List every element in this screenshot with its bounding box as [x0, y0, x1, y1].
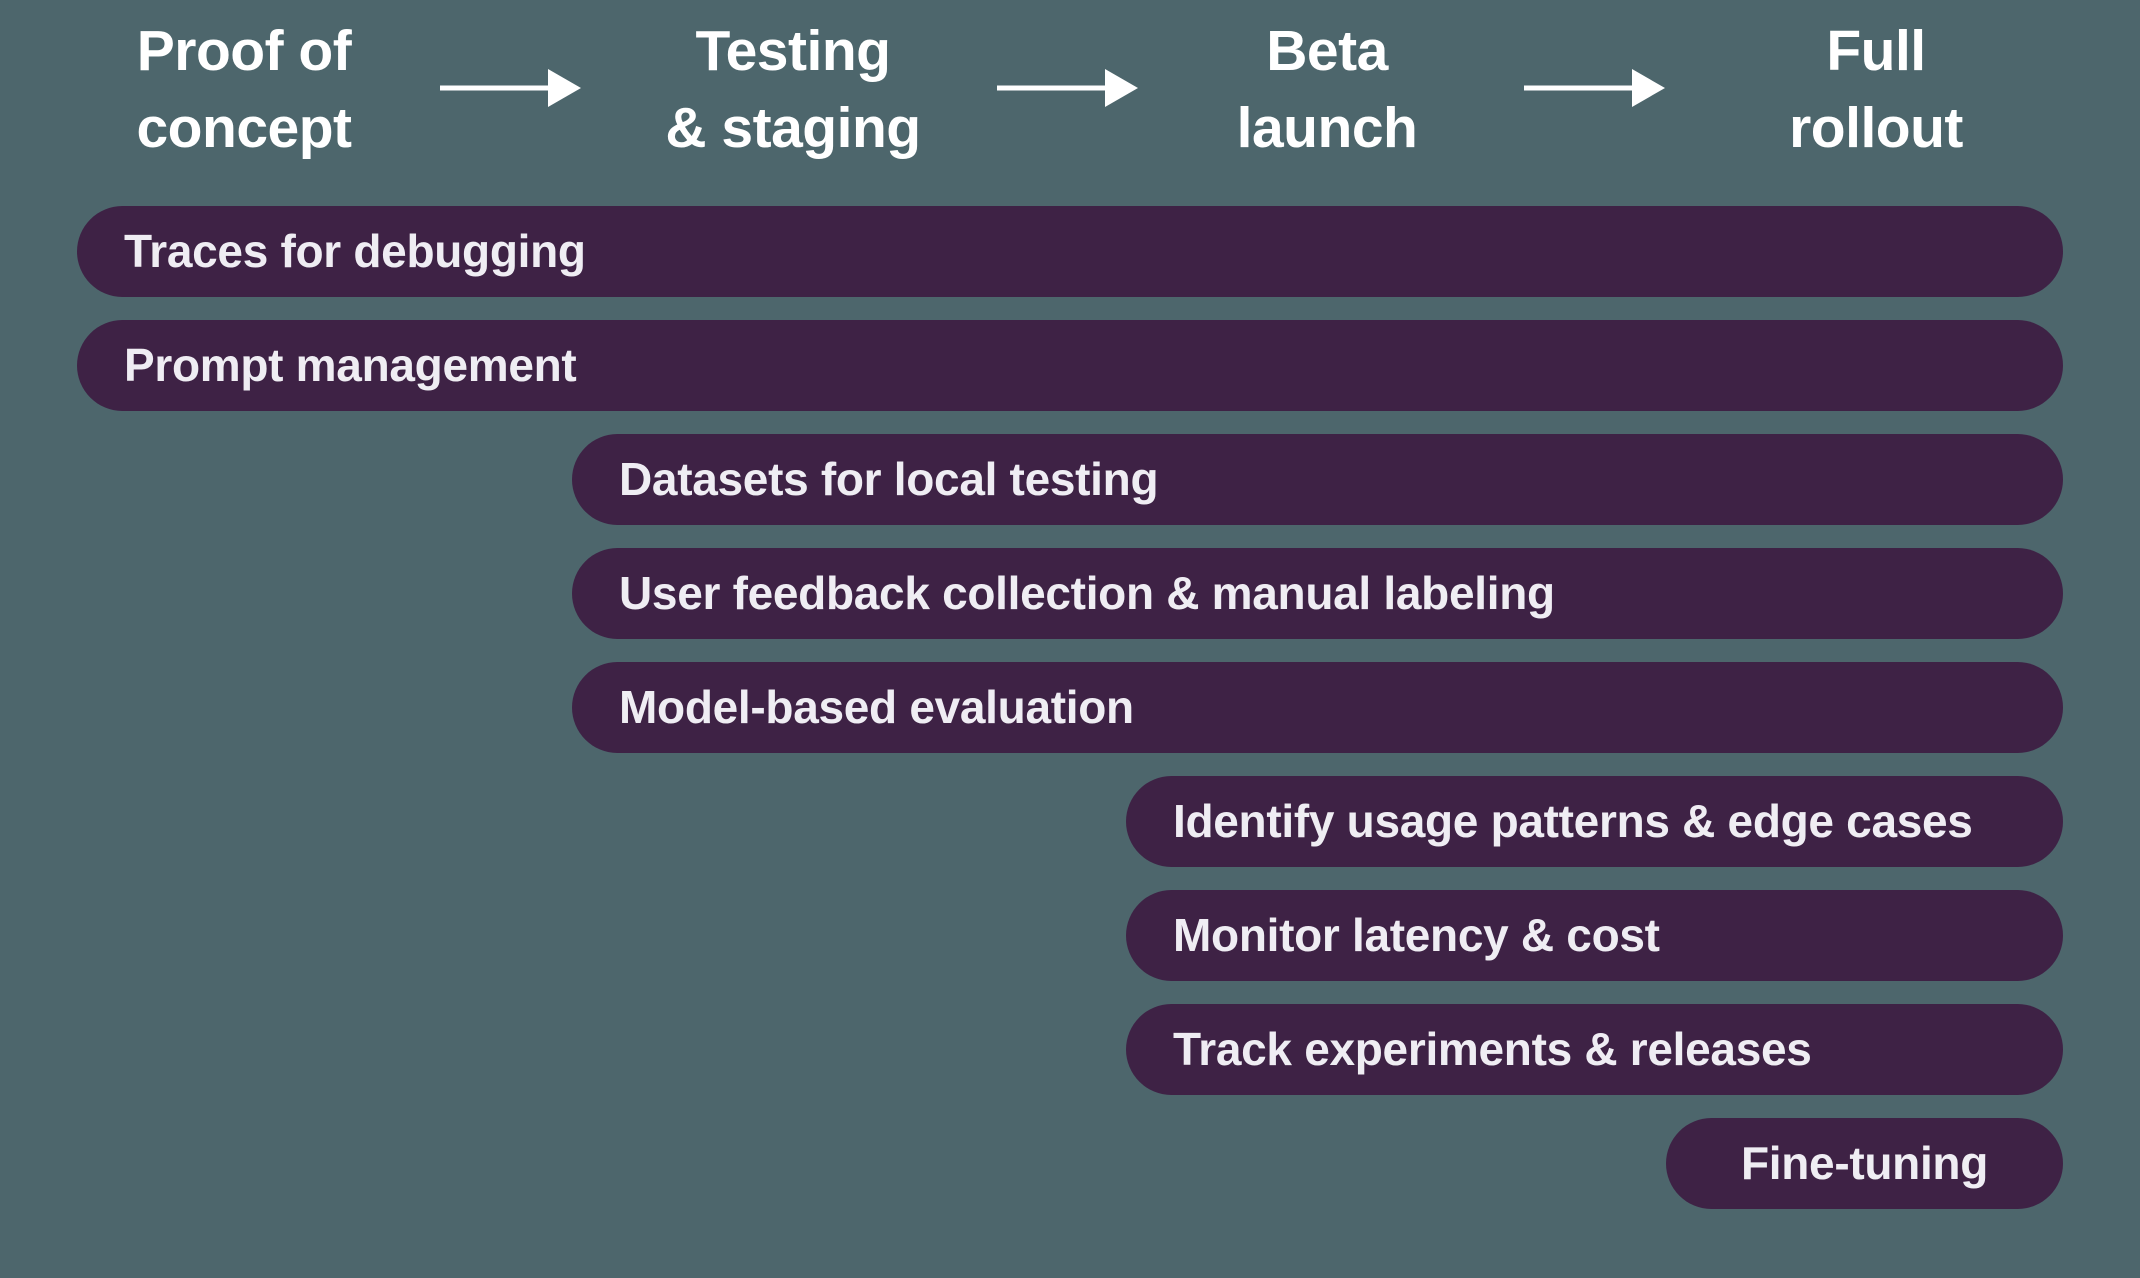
arrow-right-icon	[997, 69, 1138, 107]
capability-bar-identify-usage-patterns: Identify usage patterns & edge cases	[1126, 776, 2063, 867]
capability-bar-monitor-latency-cost: Monitor latency & cost	[1126, 890, 2063, 981]
capability-bar-user-feedback-collection: User feedback collection & manual labeli…	[572, 548, 2063, 639]
phase-heading-beta-launch: Beta launch	[1236, 19, 1418, 160]
capability-bar-track-experiments-releases: Track experiments & releases	[1126, 1004, 2063, 1095]
capability-bar-fine-tuning: Fine-tuning	[1666, 1118, 2063, 1209]
arrow-right-icon	[440, 69, 581, 107]
capability-bar-datasets-for-local-testing: Datasets for local testing	[572, 434, 2063, 525]
phase-heading-testing-staging: Testing & staging	[665, 19, 921, 160]
capability-bar-prompt-management: Prompt management	[77, 320, 2063, 411]
capability-bar-traces-for-debugging: Traces for debugging	[77, 206, 2063, 297]
phase-heading-full-rollout: Full rollout	[1789, 19, 1963, 160]
capability-bar-model-based-evaluation: Model-based evaluation	[572, 662, 2063, 753]
phase-heading-proof-of-concept: Proof of concept	[136, 19, 352, 160]
arrow-right-icon	[1524, 69, 1665, 107]
